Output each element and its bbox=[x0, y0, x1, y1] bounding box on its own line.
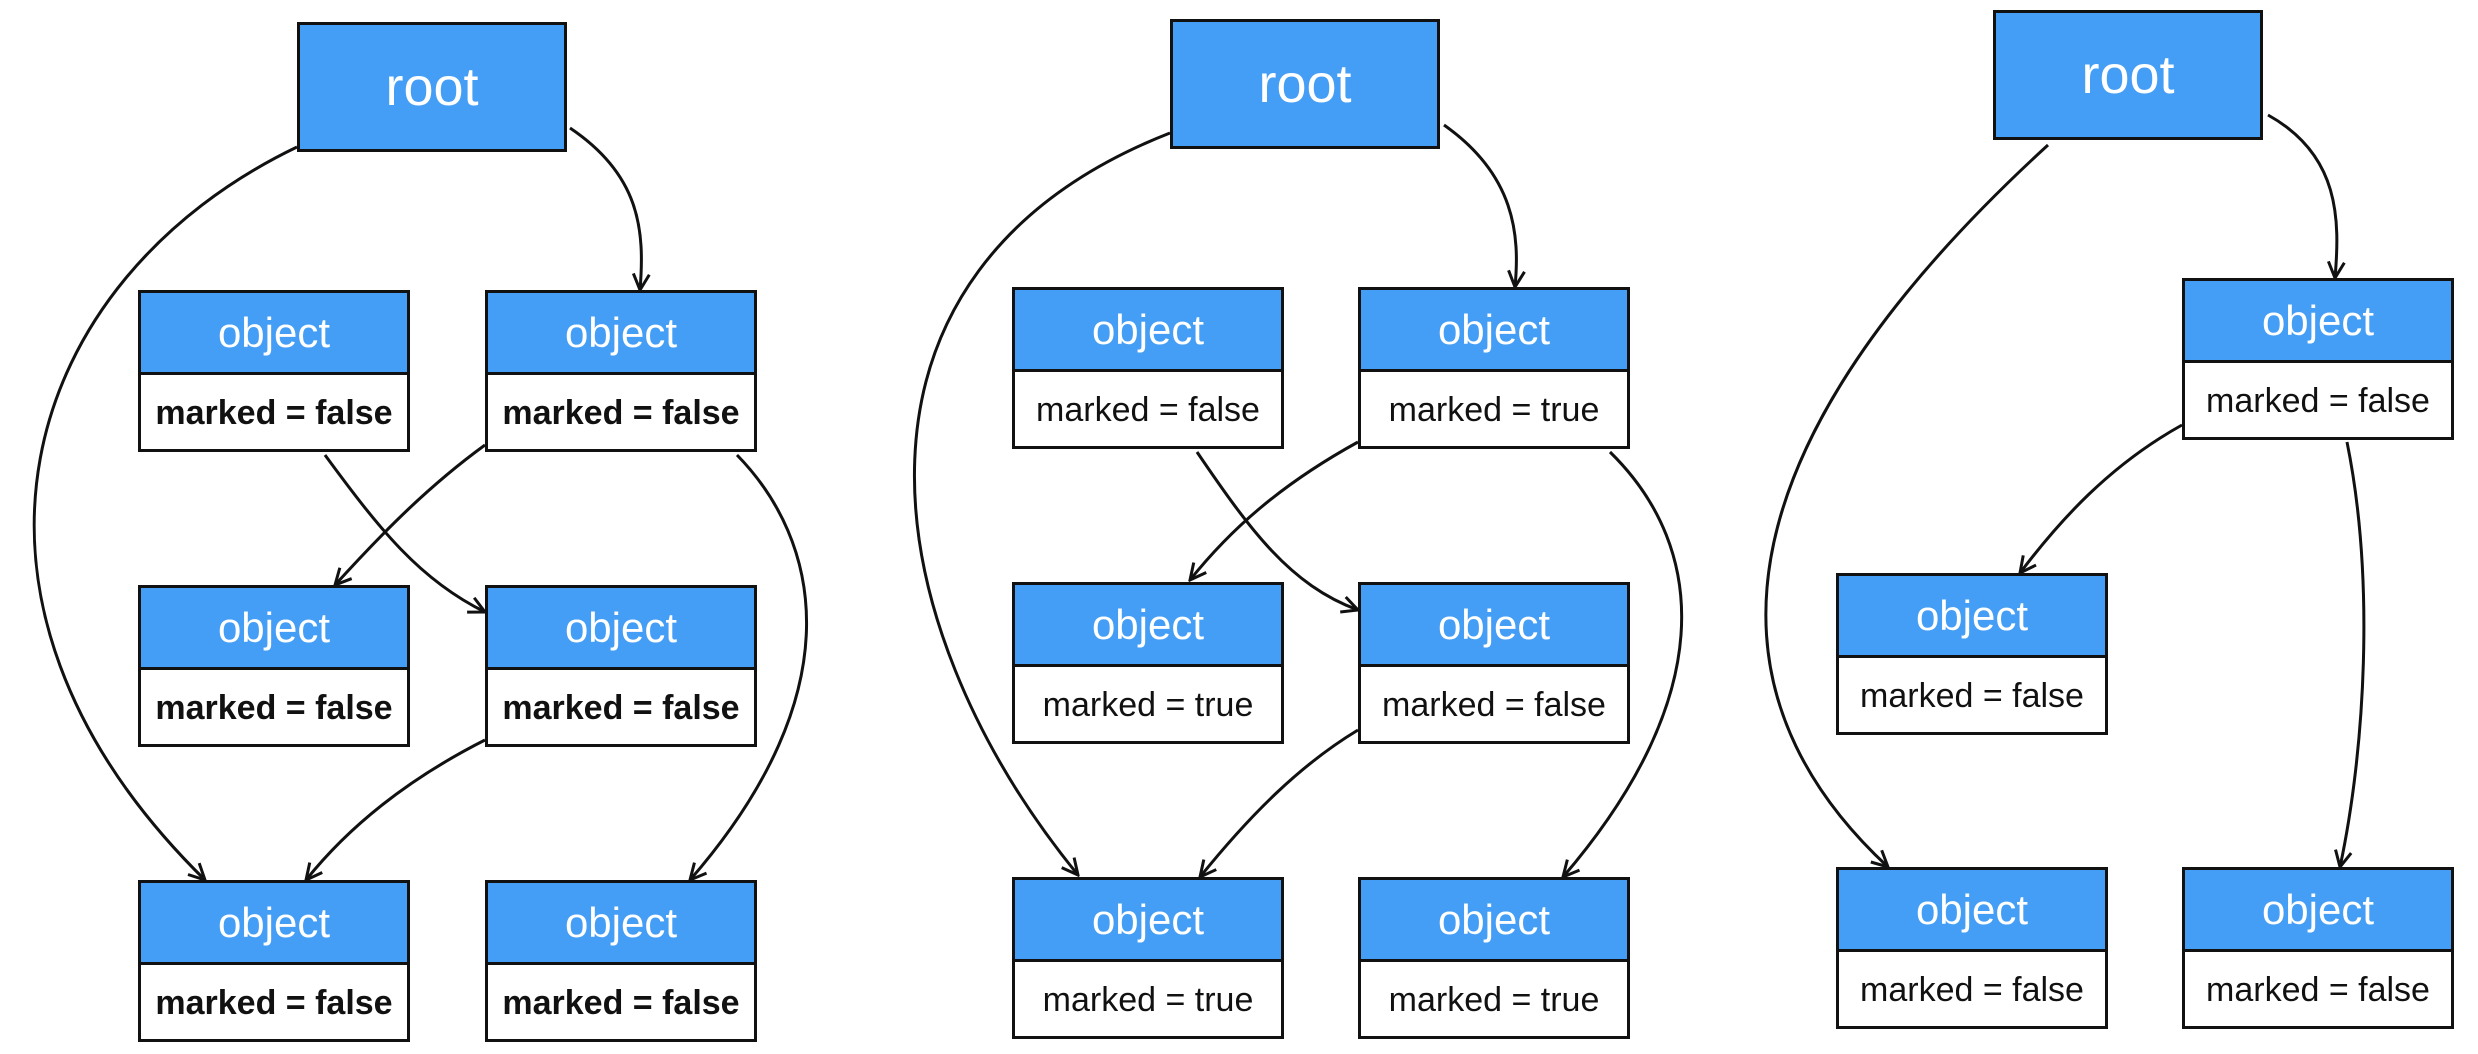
object-title: object bbox=[141, 588, 407, 670]
object-node: object marked = false bbox=[138, 880, 410, 1042]
object-marked-status: marked = true bbox=[1388, 391, 1600, 429]
object-marked-status: marked = false bbox=[2206, 382, 2430, 420]
root-node: root bbox=[297, 22, 567, 152]
edge-d1-root-to-top-right bbox=[569, 126, 641, 290]
object-title: object bbox=[488, 883, 754, 965]
edge-d2-mid-right-to-bottom-left bbox=[1200, 728, 1359, 877]
root-node: root bbox=[1993, 10, 2263, 140]
object-marked-status: marked = false bbox=[155, 689, 393, 727]
object-node: object marked = false bbox=[1836, 867, 2108, 1029]
object-node: object marked = false bbox=[485, 585, 757, 747]
object-node: object marked = false bbox=[485, 880, 757, 1042]
object-title: object bbox=[1361, 290, 1627, 372]
object-marked-status: marked = false bbox=[155, 984, 393, 1022]
object-marked-status: marked = false bbox=[2206, 971, 2430, 1009]
edge-d3-root-to-bottom-left bbox=[1764, 143, 2050, 867]
object-title: object bbox=[141, 883, 407, 965]
object-node: object marked = false bbox=[138, 585, 410, 747]
object-marked-status: marked = false bbox=[1382, 686, 1606, 724]
object-marked-status: marked = true bbox=[1388, 981, 1600, 1019]
edge-d2-top-left-to-mid-right bbox=[1195, 451, 1358, 610]
object-node: object marked = false bbox=[2182, 278, 2454, 440]
object-title: object bbox=[1839, 576, 2105, 658]
root-label: root bbox=[2081, 45, 2175, 105]
object-node: object marked = false bbox=[485, 290, 757, 452]
object-node: object marked = false bbox=[1012, 287, 1284, 449]
object-title: object bbox=[1015, 585, 1281, 667]
edge-d2-top-right-to-bottom-right bbox=[1563, 450, 1684, 877]
object-node: object marked = false bbox=[138, 290, 410, 452]
object-node: object marked = true bbox=[1358, 877, 1630, 1039]
edge-d1-root-to-bottom-left bbox=[32, 145, 298, 880]
object-title: object bbox=[1361, 585, 1627, 667]
object-title: object bbox=[488, 293, 754, 375]
object-marked-status: marked = false bbox=[1860, 971, 2084, 1009]
edge-d3-top-right-to-mid-left bbox=[2020, 423, 2183, 573]
object-node: object marked = false bbox=[2182, 867, 2454, 1029]
edge-d1-top-left-to-mid-right bbox=[323, 454, 485, 612]
object-title: object bbox=[2185, 870, 2451, 952]
edge-d1-top-right-to-mid-left bbox=[335, 443, 486, 585]
object-node: object marked = true bbox=[1012, 877, 1284, 1039]
edge-d3-root-to-top-right bbox=[2267, 113, 2337, 278]
root-label: root bbox=[1258, 54, 1352, 114]
object-node: object marked = true bbox=[1358, 287, 1630, 449]
object-marked-status: marked = false bbox=[1036, 391, 1260, 429]
object-marked-status: marked = false bbox=[1860, 677, 2084, 715]
object-marked-status: marked = false bbox=[502, 689, 740, 727]
edge-d2-top-right-to-mid-left bbox=[1190, 440, 1359, 580]
root-node: root bbox=[1170, 19, 1440, 149]
object-marked-status: marked = true bbox=[1042, 686, 1254, 724]
object-marked-status: marked = false bbox=[502, 984, 740, 1022]
object-node: object marked = false bbox=[1358, 582, 1630, 744]
object-title: object bbox=[488, 588, 754, 670]
object-title: object bbox=[1839, 870, 2105, 952]
edge-d1-mid-right-to-bottom-left bbox=[306, 738, 486, 880]
object-marked-status: marked = false bbox=[155, 394, 393, 432]
object-title: object bbox=[1015, 880, 1281, 962]
object-marked-status: marked = false bbox=[502, 394, 740, 432]
object-node: object marked = true bbox=[1012, 582, 1284, 744]
object-node: object marked = false bbox=[1836, 573, 2108, 735]
edge-d1-top-right-to-bottom-right bbox=[690, 453, 809, 880]
edge-d2-root-to-top-right bbox=[1443, 123, 1516, 287]
root-label: root bbox=[385, 57, 479, 117]
object-title: object bbox=[141, 293, 407, 375]
edge-d2-root-to-bottom-left bbox=[912, 131, 1171, 875]
object-title: object bbox=[1361, 880, 1627, 962]
object-marked-status: marked = true bbox=[1042, 981, 1254, 1019]
object-title: object bbox=[1015, 290, 1281, 372]
edge-d3-top-right-to-bottom-right bbox=[2340, 441, 2366, 867]
object-title: object bbox=[2185, 281, 2451, 363]
